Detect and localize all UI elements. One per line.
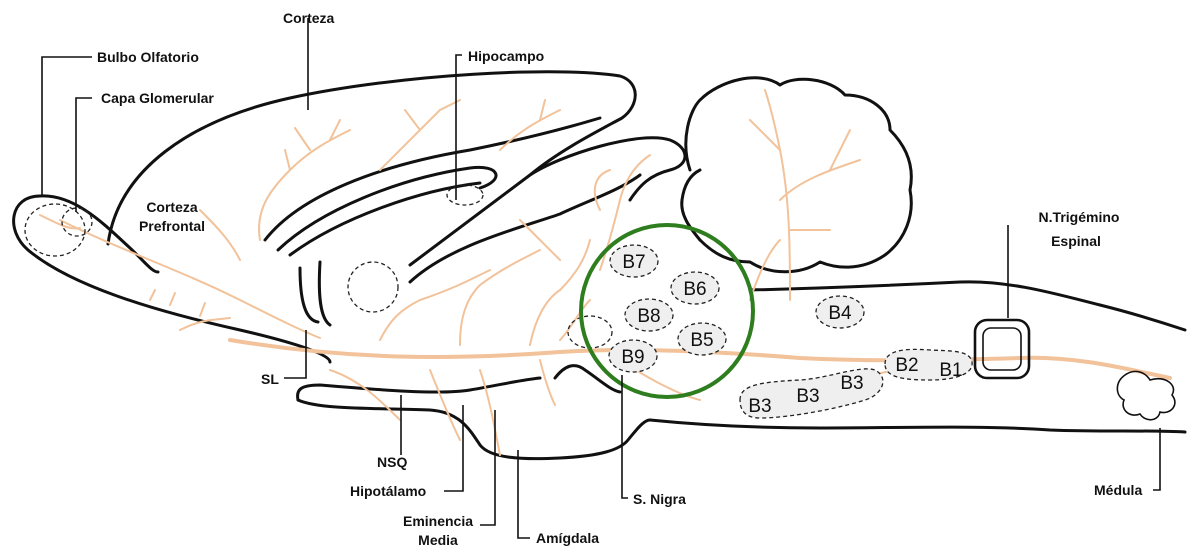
svg-text:B1: B1: [939, 360, 962, 381]
svg-text:B9: B9: [621, 347, 644, 368]
nucleus-b2-b1: B2 B1: [885, 349, 972, 381]
svg-text:B3: B3: [748, 396, 771, 417]
label-sl: SL: [261, 371, 279, 387]
label-capa-glomerular: Capa Glomerular: [101, 90, 214, 106]
brain-outline: [14, 72, 1185, 459]
nucleus-b4: B4: [816, 296, 864, 328]
nucleus-b5: B5: [678, 323, 726, 355]
label-medula: Médula: [1094, 482, 1142, 498]
label-corteza-prefrontal-1: Corteza: [146, 199, 198, 215]
trigeminal-nucleus: [975, 320, 1029, 378]
svg-text:B3: B3: [840, 373, 863, 394]
svg-text:B7: B7: [622, 252, 645, 273]
nucleus-b6: B6: [671, 272, 719, 304]
nucleus-b9: B9: [609, 340, 657, 372]
labels: Bulbo Olfatorio Capa Glomerular Corteza …: [97, 10, 1142, 546]
nucleus-b7: B7: [610, 245, 658, 277]
label-hipotalamo: Hipotálamo: [350, 483, 426, 499]
label-hipocampo: Hipocampo: [468, 48, 544, 64]
svg-text:B8: B8: [637, 306, 660, 327]
label-trigemino-2: Espinal: [1051, 233, 1101, 249]
label-eminencia-1: Eminencia: [403, 513, 473, 529]
label-s-nigra: S. Nigra: [633, 491, 686, 507]
label-nsq: NSQ: [377, 454, 407, 470]
label-trigemino-1: N.Trigémino: [1039, 209, 1120, 225]
label-amigdala: Amígdala: [536, 530, 599, 546]
svg-text:B2: B2: [895, 355, 918, 376]
nucleus-b3-group: B3 B3 B3: [740, 369, 883, 418]
svg-text:B5: B5: [690, 330, 713, 351]
nucleus-b8: B8: [625, 299, 673, 331]
svg-text:B3: B3: [796, 386, 819, 407]
svg-text:B4: B4: [828, 303, 852, 324]
label-corteza: Corteza: [283, 10, 335, 26]
label-corteza-prefrontal-2: Prefrontal: [139, 218, 205, 234]
label-eminencia-2: Media: [418, 532, 458, 546]
label-bulbo-olfatorio: Bulbo Olfatorio: [97, 49, 199, 65]
svg-text:B6: B6: [683, 279, 706, 300]
